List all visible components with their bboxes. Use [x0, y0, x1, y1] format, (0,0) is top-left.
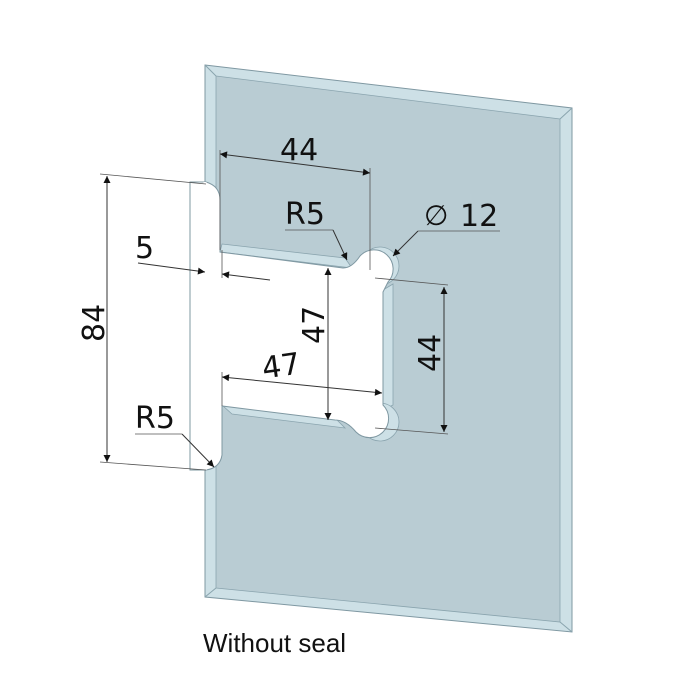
dimension-label: 84 [77, 304, 112, 342]
dimension-top-width: 44 [219, 133, 371, 270]
dimension-label: 5 [135, 231, 154, 266]
dimension-right-height: 44 [374, 277, 449, 435]
hinge-cutout [189, 181, 394, 471]
radius-callout-bottom: R5 [135, 401, 215, 468]
dimension-label: R5 [135, 401, 175, 436]
diameter-symbol-icon: ∅ [424, 199, 448, 232]
dimension-label: R5 [285, 197, 325, 232]
dimension-label: 12 [460, 199, 498, 234]
figure-caption: Without seal [203, 628, 347, 658]
dimension-label: 47 [260, 347, 303, 387]
dimension-overall-height: 84 [77, 173, 207, 471]
dimension-label: 47 [297, 306, 332, 344]
dimension-label: 44 [413, 334, 448, 372]
dimension-slot-height: 47 [297, 268, 332, 420]
radius-callout-top: R5 [285, 197, 348, 261]
hole-diameter-callout: ∅ 12 [392, 199, 500, 257]
dimension-slot-depth: 47 [221, 347, 383, 406]
dimension-label: 44 [280, 133, 318, 168]
dimension-offset: 5 [135, 231, 271, 281]
